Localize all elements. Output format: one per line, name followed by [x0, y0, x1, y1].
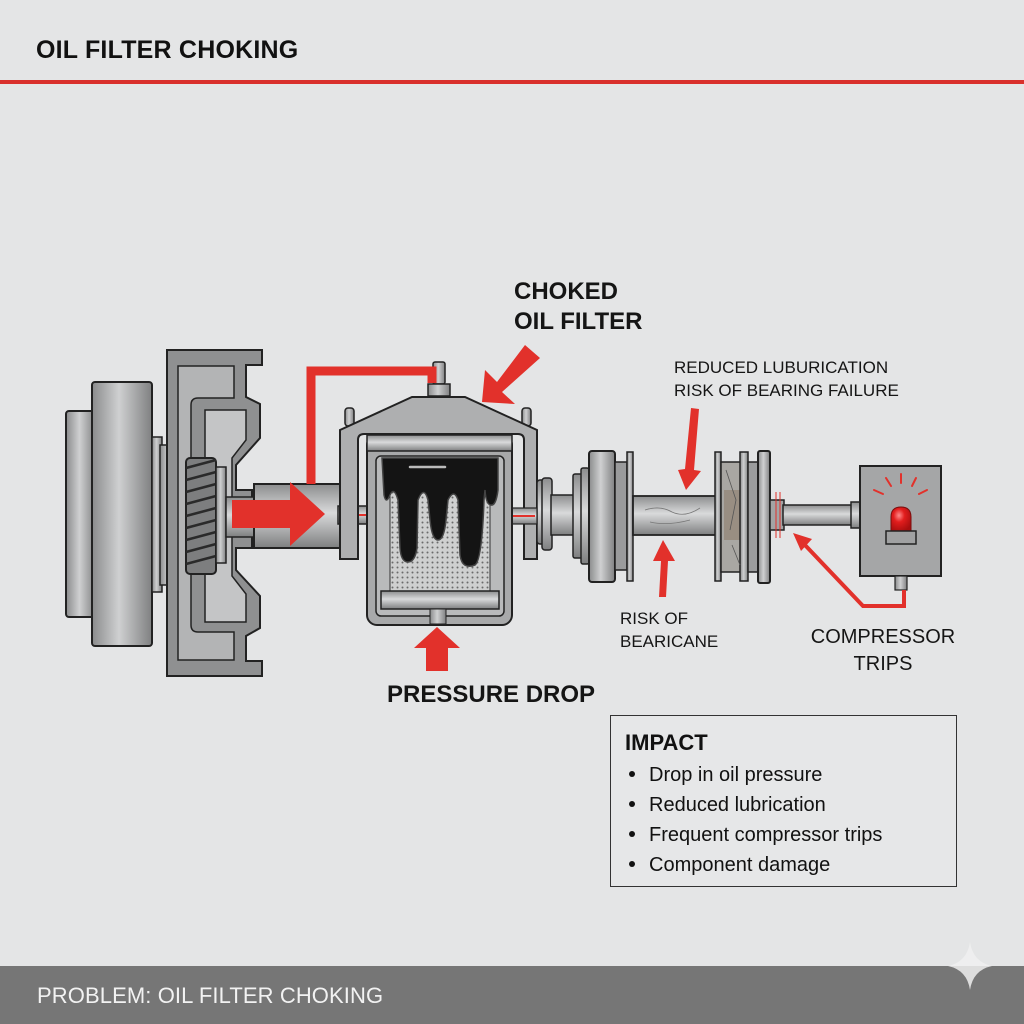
bullet-icon	[629, 770, 635, 777]
impact-item-text: Component damage	[649, 854, 831, 876]
bearing-risk-arrow	[653, 540, 675, 597]
trip-switch	[859, 465, 942, 591]
title-divider	[0, 80, 1024, 84]
impact-heading: IMPACT	[625, 730, 708, 755]
flow-arrows	[232, 345, 906, 671]
compressor-trips-label: COMPRESSOR TRIPS	[808, 624, 958, 678]
footer-bar: PROBLEM: OIL FILTER CHOKING	[0, 966, 1024, 1024]
compressor-trips-line-2: TRIPS	[853, 653, 913, 675]
footer-text: PROBLEM: OIL FILTER CHOKING	[37, 983, 384, 1008]
bullet-icon	[629, 800, 635, 807]
impact-item-text: Drop in oil pressure	[649, 764, 823, 786]
reduced-lubrication-line-1: REDUCED LUBURICATION	[674, 358, 889, 377]
clogged-element	[381, 457, 499, 601]
risk-of-bearing-label: RISK OF BEARICANE	[620, 607, 718, 653]
flow-arrow	[232, 482, 325, 546]
impact-item: Reduced lubrication	[629, 790, 882, 820]
bearing-assembly	[541, 450, 634, 583]
risk-of-bearing-line-1: RISK OF	[620, 609, 689, 628]
impact-item-text: Frequent compressor trips	[649, 824, 883, 846]
damaged-bearing	[714, 450, 771, 584]
page-title: OIL FILTER CHOKING	[36, 36, 299, 64]
trip-leader	[802, 542, 906, 608]
impact-item: Component damage	[629, 850, 882, 880]
impact-box: IMPACT Drop in oil pressure Reduced lubr…	[610, 715, 957, 887]
choked-filter-label: CHOKED OIL FILTER	[514, 277, 642, 337]
sparkle-icon	[948, 942, 992, 990]
lubrication-arrow	[678, 408, 701, 490]
drive-pulley	[65, 381, 179, 647]
impact-item: Frequent compressor trips	[629, 820, 882, 850]
output-shaft	[769, 492, 862, 538]
risk-of-bearing-line-2: BEARICANE	[620, 632, 719, 651]
oil-filter	[339, 361, 552, 626]
impact-list: Drop in oil pressure Reduced lubrication…	[629, 760, 882, 880]
compressor-trips-line-1: COMPRESSOR	[810, 626, 956, 648]
reduced-lubrication-line-2: RISK OF BEARING FAILURE	[674, 381, 899, 400]
pressure-drop-arrow	[414, 627, 460, 671]
impact-item-text: Reduced lubrication	[649, 794, 826, 816]
bypass-line	[306, 366, 437, 484]
helical-gear	[185, 457, 227, 575]
bullet-icon	[629, 830, 635, 837]
choked-filter-arrow	[482, 345, 540, 404]
choked-filter-label-line-1: CHOKED	[514, 278, 619, 305]
reduced-lubrication-label: REDUCED LUBURICATION RISK OF BEARING FAI…	[674, 356, 899, 402]
warning-light	[873, 473, 928, 545]
impact-item: Drop in oil pressure	[629, 760, 882, 790]
shaft	[632, 495, 718, 536]
choked-filter-label-line-2: OIL FILTER	[514, 308, 643, 335]
bullet-icon	[629, 860, 635, 867]
pressure-drop-label: PRESSURE DROP	[387, 681, 596, 708]
